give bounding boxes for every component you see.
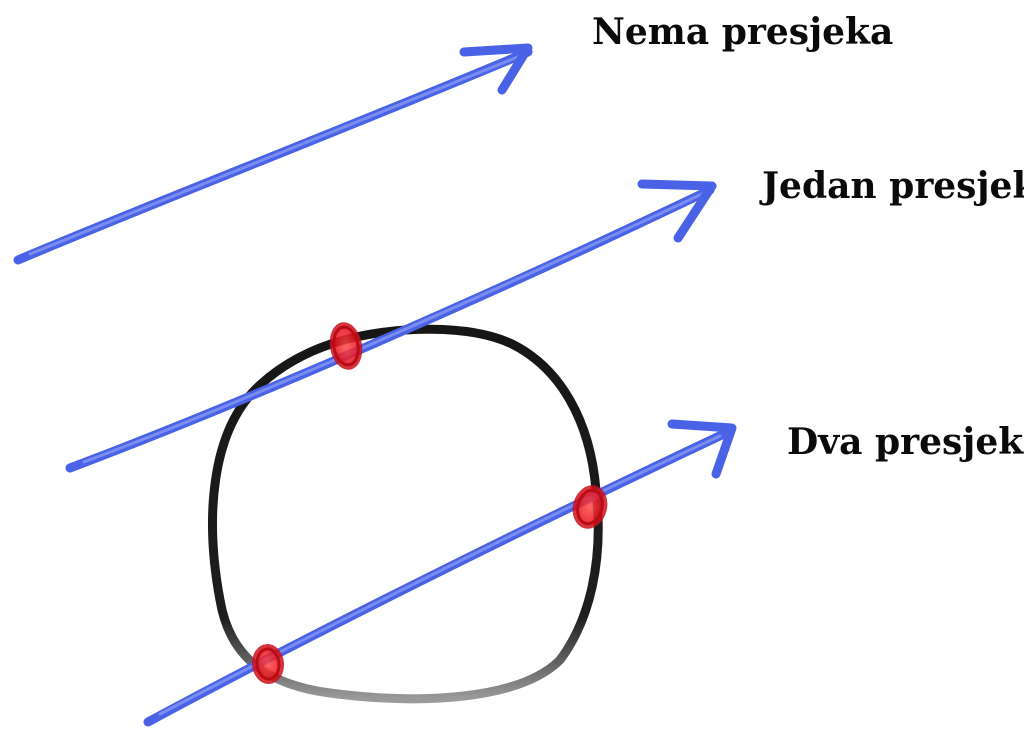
label-no-intersection: Nema presjeka <box>592 11 894 53</box>
closed-curve <box>208 324 603 704</box>
label-two-intersections: Dva presjeka <box>787 421 1024 463</box>
ray-two-intersections <box>143 419 737 727</box>
ray-one-intersection <box>65 179 717 473</box>
ray-no-intersection <box>13 43 533 265</box>
intersection-point <box>329 322 363 370</box>
intersection-point <box>251 644 285 684</box>
intersection-point <box>572 485 608 529</box>
label-one-intersection: Jedan presjek <box>762 165 1024 207</box>
